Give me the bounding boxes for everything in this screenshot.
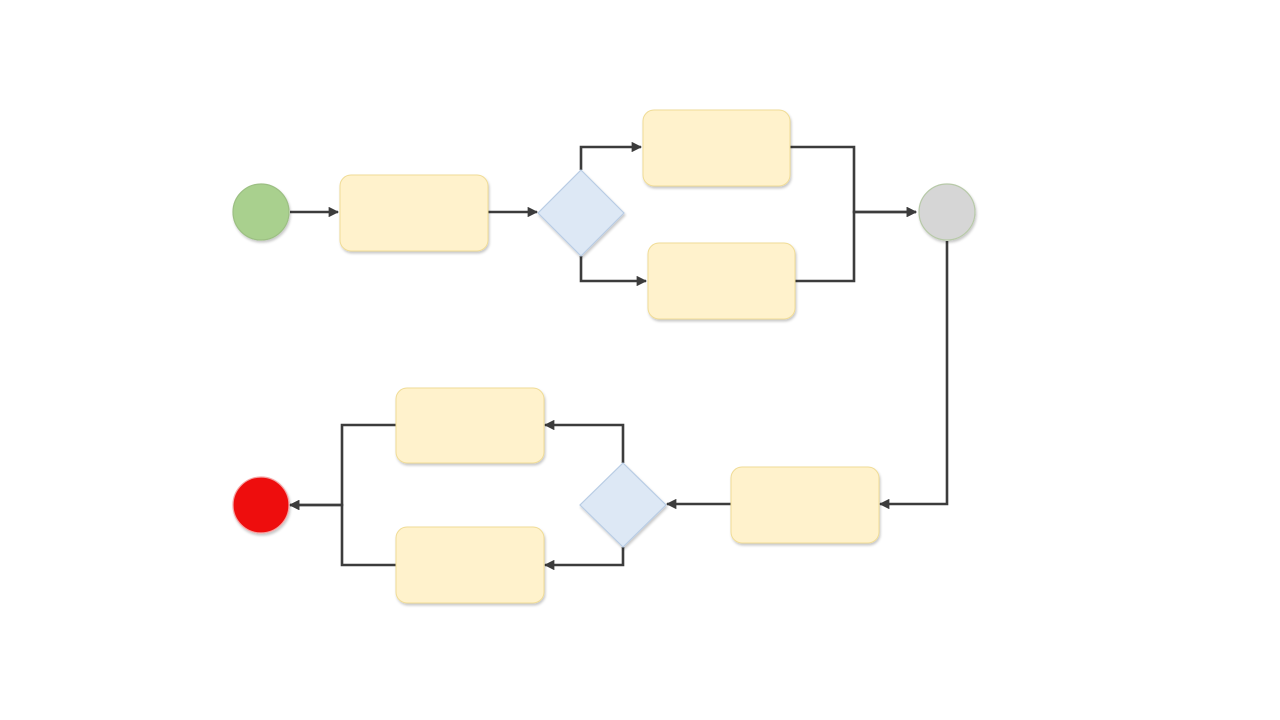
start-event-circle (232, 183, 290, 241)
task-box (730, 466, 880, 544)
merge-event-circle (918, 183, 976, 241)
task-box (395, 387, 545, 464)
end-event[interactable] (232, 476, 290, 534)
end-event-circle (232, 476, 290, 534)
task-2a[interactable] (642, 109, 791, 187)
task-4a[interactable] (395, 387, 545, 464)
connector-task-2a-to-merge (790, 145, 918, 218)
task-box (339, 174, 489, 252)
connector-merge-to-task-3 (878, 241, 949, 510)
split-gateway-1[interactable] (537, 169, 625, 257)
gateway-diamond (537, 169, 625, 257)
connector-task-2b-to-merge (795, 206, 918, 283)
task-1[interactable] (339, 174, 489, 252)
task-2b[interactable] (647, 242, 796, 320)
connector-gateway-2-to-task-4b (543, 547, 625, 571)
connector-gateway-2-to-task-4a (543, 419, 625, 463)
connector-task-4a-to-end (288, 423, 396, 511)
gateway-diamond (579, 462, 667, 548)
task-box (647, 242, 796, 320)
connector-gateway-1-to-task-2a (579, 141, 643, 170)
task-4b[interactable] (395, 526, 545, 604)
connector-task-4b-to-end (288, 499, 396, 567)
task-3[interactable] (730, 466, 880, 544)
start-event[interactable] (232, 183, 290, 241)
merge-event[interactable] (918, 183, 976, 241)
task-box (642, 109, 791, 187)
split-gateway-2[interactable] (579, 462, 667, 548)
task-box (395, 526, 545, 604)
connector-gateway-1-to-task-2b (579, 256, 648, 287)
connector-layer (288, 141, 949, 571)
